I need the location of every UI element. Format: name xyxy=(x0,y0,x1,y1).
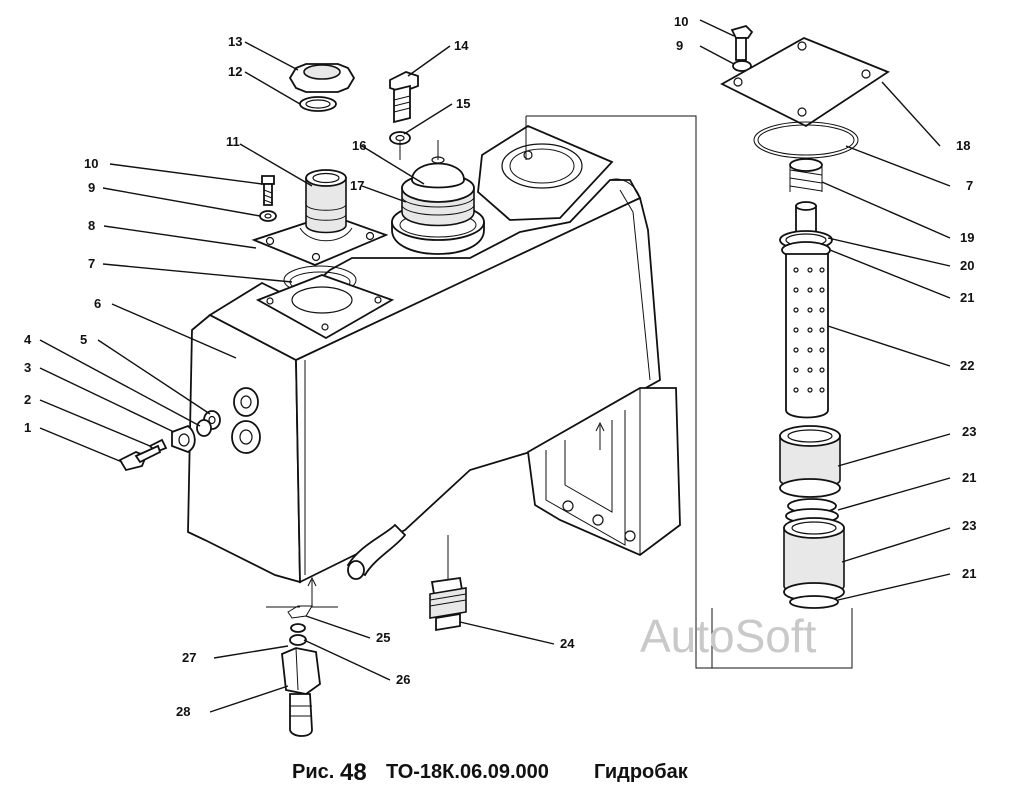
callout-5: 5 xyxy=(80,332,87,347)
callout-23-a: 23 xyxy=(962,424,976,439)
callout-15: 15 xyxy=(456,96,470,111)
drain-assembly xyxy=(281,605,321,737)
caption-prefix: Рис. xyxy=(292,761,334,783)
callout-4: 4 xyxy=(24,332,32,347)
filter-perforations xyxy=(793,267,825,393)
figure-caption: Рис. 48 ТО-18К.06.09.000 Гидробак xyxy=(292,759,689,786)
callout-9: 9 xyxy=(88,180,95,195)
leader-lines xyxy=(39,19,951,713)
callout-11: 11 xyxy=(226,134,240,149)
callout-7: 7 xyxy=(88,256,95,271)
callout-25: 25 xyxy=(376,630,390,645)
caption-code: ТО-18К.06.09.000 xyxy=(386,761,549,783)
cap-assembly xyxy=(288,63,356,112)
callout-28: 28 xyxy=(176,704,190,719)
callout-10: 10 xyxy=(84,156,98,171)
callout-labels: 1 2 3 4 5 6 7 8 9 10 11 12 13 14 15 16 1… xyxy=(24,14,976,719)
callout-21-c: 21 xyxy=(962,566,976,581)
drain-plug-parts xyxy=(118,410,221,472)
callout-19: 19 xyxy=(960,230,974,245)
callout-13: 13 xyxy=(228,34,242,49)
caption-number: 48 xyxy=(340,759,367,786)
callout-1: 1 xyxy=(24,420,31,435)
callout-18: 18 xyxy=(956,138,970,153)
callout-12: 12 xyxy=(228,64,242,79)
callout-24: 24 xyxy=(560,636,575,651)
callout-16: 16 xyxy=(352,138,366,153)
callout-21-a: 21 xyxy=(960,290,974,305)
callout-14: 14 xyxy=(454,38,469,53)
callout-8: 8 xyxy=(88,218,95,233)
callout-22: 22 xyxy=(960,358,974,373)
callout-7-right: 7 xyxy=(966,178,973,193)
callout-27: 27 xyxy=(182,650,196,665)
callout-6: 6 xyxy=(94,296,101,311)
breather-assembly xyxy=(391,156,485,255)
callout-17: 17 xyxy=(350,178,364,193)
callout-23-b: 23 xyxy=(962,518,976,533)
tank-side-ports xyxy=(231,387,261,454)
callout-3: 3 xyxy=(24,360,31,375)
caption-title: Гидробак xyxy=(594,761,689,783)
callout-21-b: 21 xyxy=(962,470,976,485)
filter-mounting-plate xyxy=(477,124,614,221)
filler-neck-assembly xyxy=(251,169,395,340)
watermark: AutoSoft xyxy=(640,610,817,662)
bolt-14-assembly xyxy=(389,71,419,145)
assembly-axes xyxy=(399,115,853,669)
callout-2: 2 xyxy=(24,392,31,407)
callout-26: 26 xyxy=(396,672,410,687)
callout-20: 20 xyxy=(960,258,974,273)
callout-9-right: 9 xyxy=(676,38,683,53)
filter-column xyxy=(720,24,890,609)
fitting-24 xyxy=(429,576,467,632)
callout-10-right: 10 xyxy=(674,14,688,29)
